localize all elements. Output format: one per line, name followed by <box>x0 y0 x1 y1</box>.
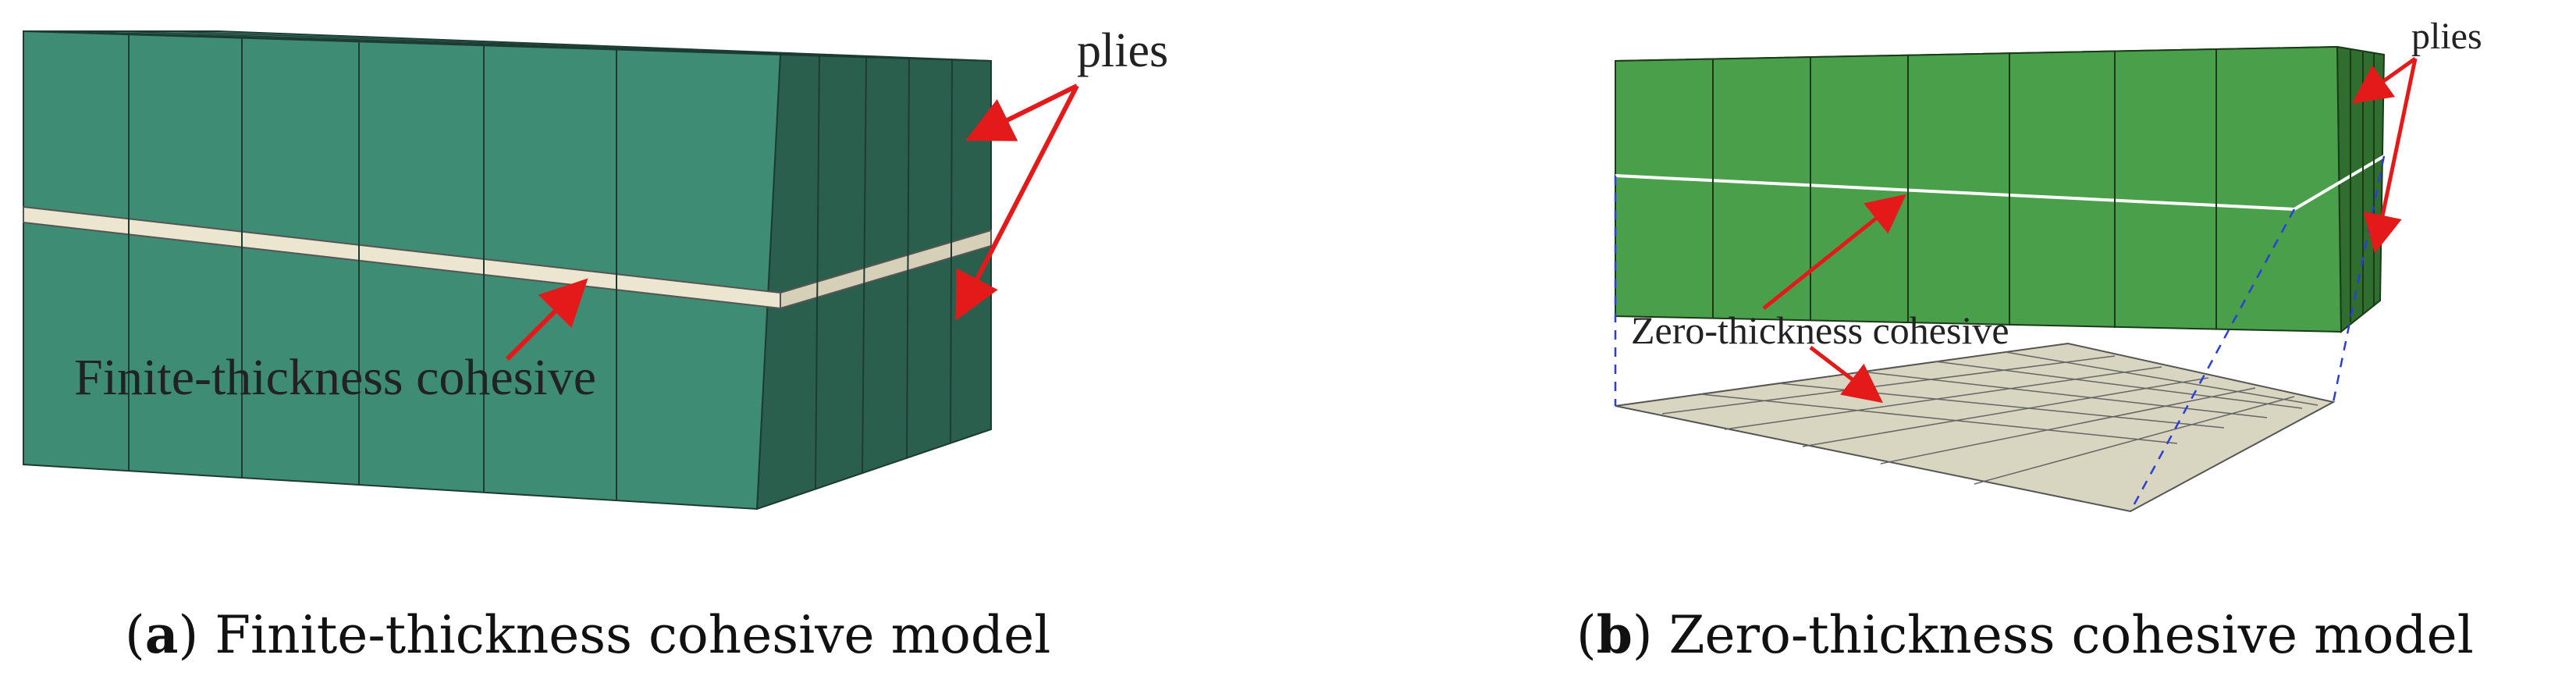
arrows <box>1762 56 2418 404</box>
front-grid <box>1712 49 2217 329</box>
front-grid <box>128 34 617 500</box>
label-plies: plies <box>1077 24 1168 77</box>
caption-text: Zero-thickness cohesive model <box>1668 605 2474 665</box>
arrow-plies-upper <box>2351 56 2417 104</box>
top-grid <box>69 30 929 60</box>
panel-finite-thickness: plies Finite-thickness cohesive (a) Fini… <box>23 24 1168 665</box>
side-grid <box>815 55 953 489</box>
caption-text: Finite-thickness cohesive model <box>215 605 1051 665</box>
caption-a: (a) Finite-thickness cohesive model <box>125 604 1051 665</box>
panel-zero-thickness: plies Zero-thickness cohesive (b) Zero-t… <box>1288 0 2576 694</box>
caption-b: (b) Zero-thickness cohesive model <box>1576 604 2474 665</box>
caption-letter: b <box>1596 604 1633 665</box>
arrow-cohesive-lower <box>1809 346 1883 404</box>
cohesive-layer-side <box>780 229 992 310</box>
finite-thickness-diagram: plies Finite-thickness cohesive <box>23 24 1168 511</box>
label-cohesive: Zero-thickness cohesive <box>1631 308 2009 352</box>
cohesive-plane <box>1615 342 2336 513</box>
label-cohesive: Finite-thickness cohesive <box>74 349 596 406</box>
cohesive-plane-grid <box>1661 351 2318 485</box>
arrow-plies-upper <box>965 84 1078 141</box>
projection-lines <box>1614 155 2386 512</box>
arrow-cohesive-upper <box>1762 194 1906 310</box>
arrow-cohesive <box>505 278 588 361</box>
zero-thickness-diagram: plies Zero-thickness cohesive <box>1614 16 2482 513</box>
block-side-face <box>755 53 992 511</box>
arrows <box>505 84 1079 361</box>
block-front-face <box>1615 45 2343 333</box>
block-front-face <box>23 30 782 511</box>
arrow-plies-lower <box>2363 58 2418 254</box>
label-plies: plies <box>2411 16 2482 57</box>
arrow-plies-lower <box>955 84 1079 321</box>
caption-letter: a <box>144 604 179 665</box>
block-side-face <box>2336 45 2386 334</box>
